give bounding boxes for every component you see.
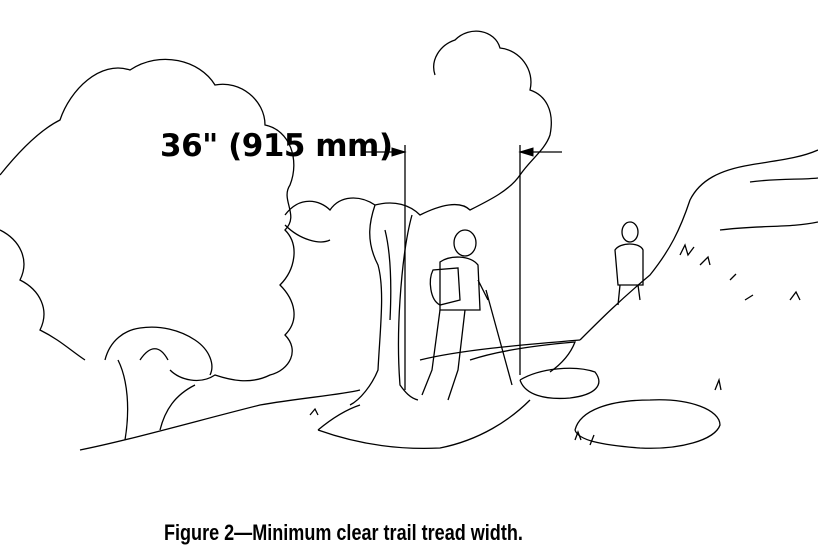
dimension-lines: [365, 145, 562, 390]
hiker-with-pole: [421, 229, 513, 401]
ground-lines: [79, 149, 818, 451]
dimension-label: 36" (915 mm): [160, 128, 393, 164]
trail-tread: [317, 341, 576, 450]
grass-tufts: [309, 243, 801, 446]
distant-hiker: [614, 221, 644, 306]
figure-caption: Figure 2—Minimum clear trail tread width…: [164, 520, 523, 545]
small-left-tree: [104, 326, 213, 441]
rocks: [519, 367, 721, 449]
left-tree-canopy: [0, 58, 295, 382]
center-tree-trunk: [349, 204, 419, 406]
